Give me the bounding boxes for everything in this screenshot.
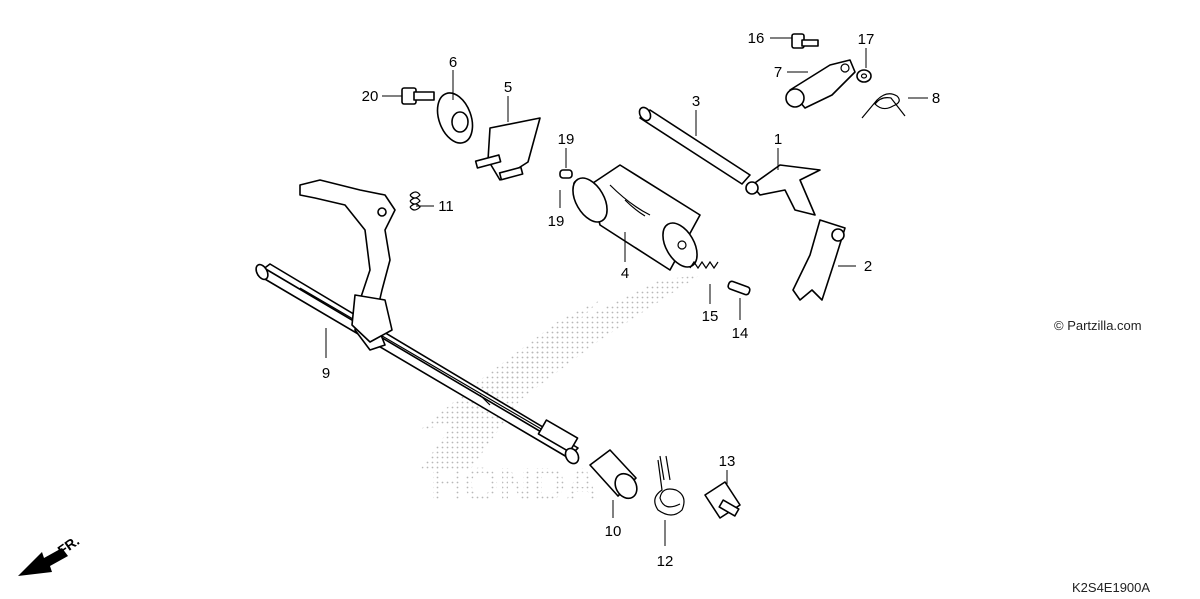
callout-14: 14 [732, 325, 749, 342]
part-13-bolt [704, 481, 741, 519]
logo-text: HONDA [430, 458, 599, 510]
callout-9: 9 [322, 365, 330, 382]
callout-10: 10 [605, 523, 622, 540]
part-4-shift-drum [572, 164, 701, 271]
callout-11: 11 [438, 198, 454, 215]
leader-lines [325, 37, 928, 546]
callout-8: 8 [932, 90, 940, 107]
callout-5: 5 [504, 79, 512, 96]
callout-16: 16 [748, 30, 765, 47]
part-11-spring [409, 191, 421, 211]
part-6-plate [436, 92, 474, 144]
callout-13: 13 [719, 453, 736, 470]
part-9-shift-arm [299, 179, 396, 351]
diagram-code: K2S4E1900A [1072, 580, 1150, 595]
part-3-fork-shaft [638, 106, 751, 185]
callout-3: 3 [692, 93, 700, 110]
front-arrow: FR. [18, 532, 82, 576]
part-10-collar [589, 449, 638, 500]
part-20-bolt [401, 87, 435, 105]
callout-17: 17 [858, 31, 875, 48]
part-2-shift-fork [792, 219, 846, 301]
callout-20: 20 [362, 88, 379, 105]
part-16-bolt [791, 33, 819, 49]
part-7-stopper-arm [785, 59, 856, 109]
part-17-washer [856, 69, 872, 83]
callout-1: 1 [774, 131, 782, 148]
callout-19-top: 19 [558, 131, 575, 148]
part-8-return-spring [861, 93, 906, 119]
callout-15: 15 [702, 308, 719, 325]
callout-4: 4 [621, 265, 629, 282]
part-9-gearshift-spindle [255, 263, 580, 465]
part-14-pin [727, 280, 751, 296]
callout-6: 6 [449, 54, 457, 71]
part-1-shift-fork [745, 164, 821, 216]
part-12-spring [654, 455, 685, 516]
callout-7: 7 [774, 64, 782, 81]
callout-12: 12 [657, 553, 674, 570]
partzilla-watermark: © Partzilla.com [1054, 318, 1142, 333]
callout-2: 2 [864, 258, 872, 275]
part-5-pin-plate [474, 117, 541, 181]
part-15-spring [689, 260, 719, 270]
part-19-pin-a [559, 169, 573, 179]
callout-19-bottom: 19 [548, 213, 565, 230]
